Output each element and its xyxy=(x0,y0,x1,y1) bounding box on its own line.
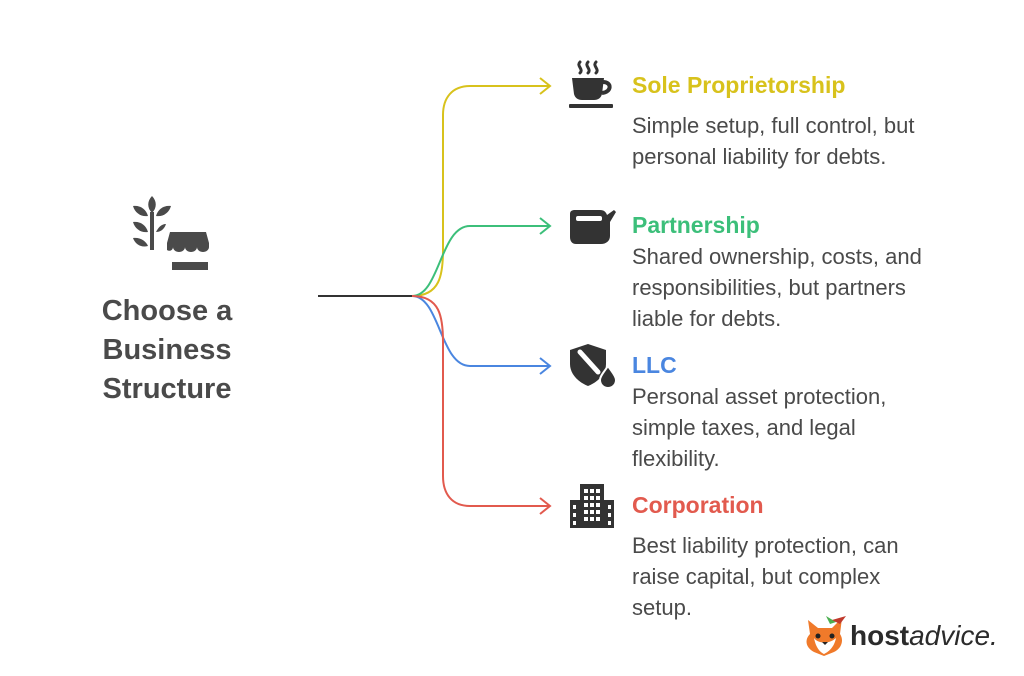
coffee-cup-icon xyxy=(569,60,613,108)
branch-desc-sole-proprietorship: Simple setup, full control, but personal… xyxy=(632,110,1002,172)
farm-stand-icon xyxy=(133,196,209,270)
desc-line: flexibility. xyxy=(632,446,720,471)
logo-wordmark: hostadvice. xyxy=(850,620,998,652)
desc-line: Best liability protection, can xyxy=(632,533,899,558)
root-title-line: Business xyxy=(102,334,232,366)
root-title-line: Structure xyxy=(102,373,232,405)
branch-title-partnership: Partnership xyxy=(632,212,760,238)
connector-corporation xyxy=(411,295,550,507)
hostadvice-logo: hostadvice. xyxy=(802,614,1002,658)
kettle-icon xyxy=(570,210,616,244)
desc-line: personal liability for debts. xyxy=(632,144,887,169)
arrow-corporation xyxy=(539,497,552,515)
desc-line: Simple setup, full control, but xyxy=(632,113,915,138)
branch-title-corporation: Corporation xyxy=(632,492,764,518)
branch-desc-llc: Personal asset protection, simple taxes,… xyxy=(632,381,1002,474)
connector-partnership xyxy=(411,225,550,297)
desc-line: Shared ownership, costs, and xyxy=(632,244,922,269)
shield-drop-icon xyxy=(570,344,618,390)
branch-desc-partnership: Shared ownership, costs, and responsibil… xyxy=(632,241,1002,334)
logo-bold-text: host xyxy=(850,620,910,651)
office-building-icon xyxy=(570,484,614,528)
branch-title-sole-proprietorship: Sole Proprietorship xyxy=(632,72,846,98)
connector-llc xyxy=(411,295,550,367)
connector-sole-proprietorship xyxy=(411,85,550,297)
branch-desc-corporation: Best liability protection, can raise cap… xyxy=(632,530,1002,623)
desc-line: liable for debts. xyxy=(632,306,782,331)
arrow-llc xyxy=(539,357,552,375)
desc-line: Personal asset protection, xyxy=(632,384,887,409)
desc-line: simple taxes, and legal xyxy=(632,415,856,440)
arrow-sole-proprietorship xyxy=(539,77,552,95)
desc-line: raise capital, but complex xyxy=(632,564,881,589)
desc-line: responsibilities, but partners xyxy=(632,275,906,300)
arrow-partnership xyxy=(539,217,552,235)
branch-title-llc: LLC xyxy=(632,352,677,378)
desc-line: setup. xyxy=(632,595,692,620)
fox-mascot-icon xyxy=(806,616,846,656)
root-title-line: Choose a xyxy=(101,295,233,327)
root-title: Choose a Business Structure xyxy=(60,292,274,409)
logo-italic-text: advice. xyxy=(909,620,998,651)
